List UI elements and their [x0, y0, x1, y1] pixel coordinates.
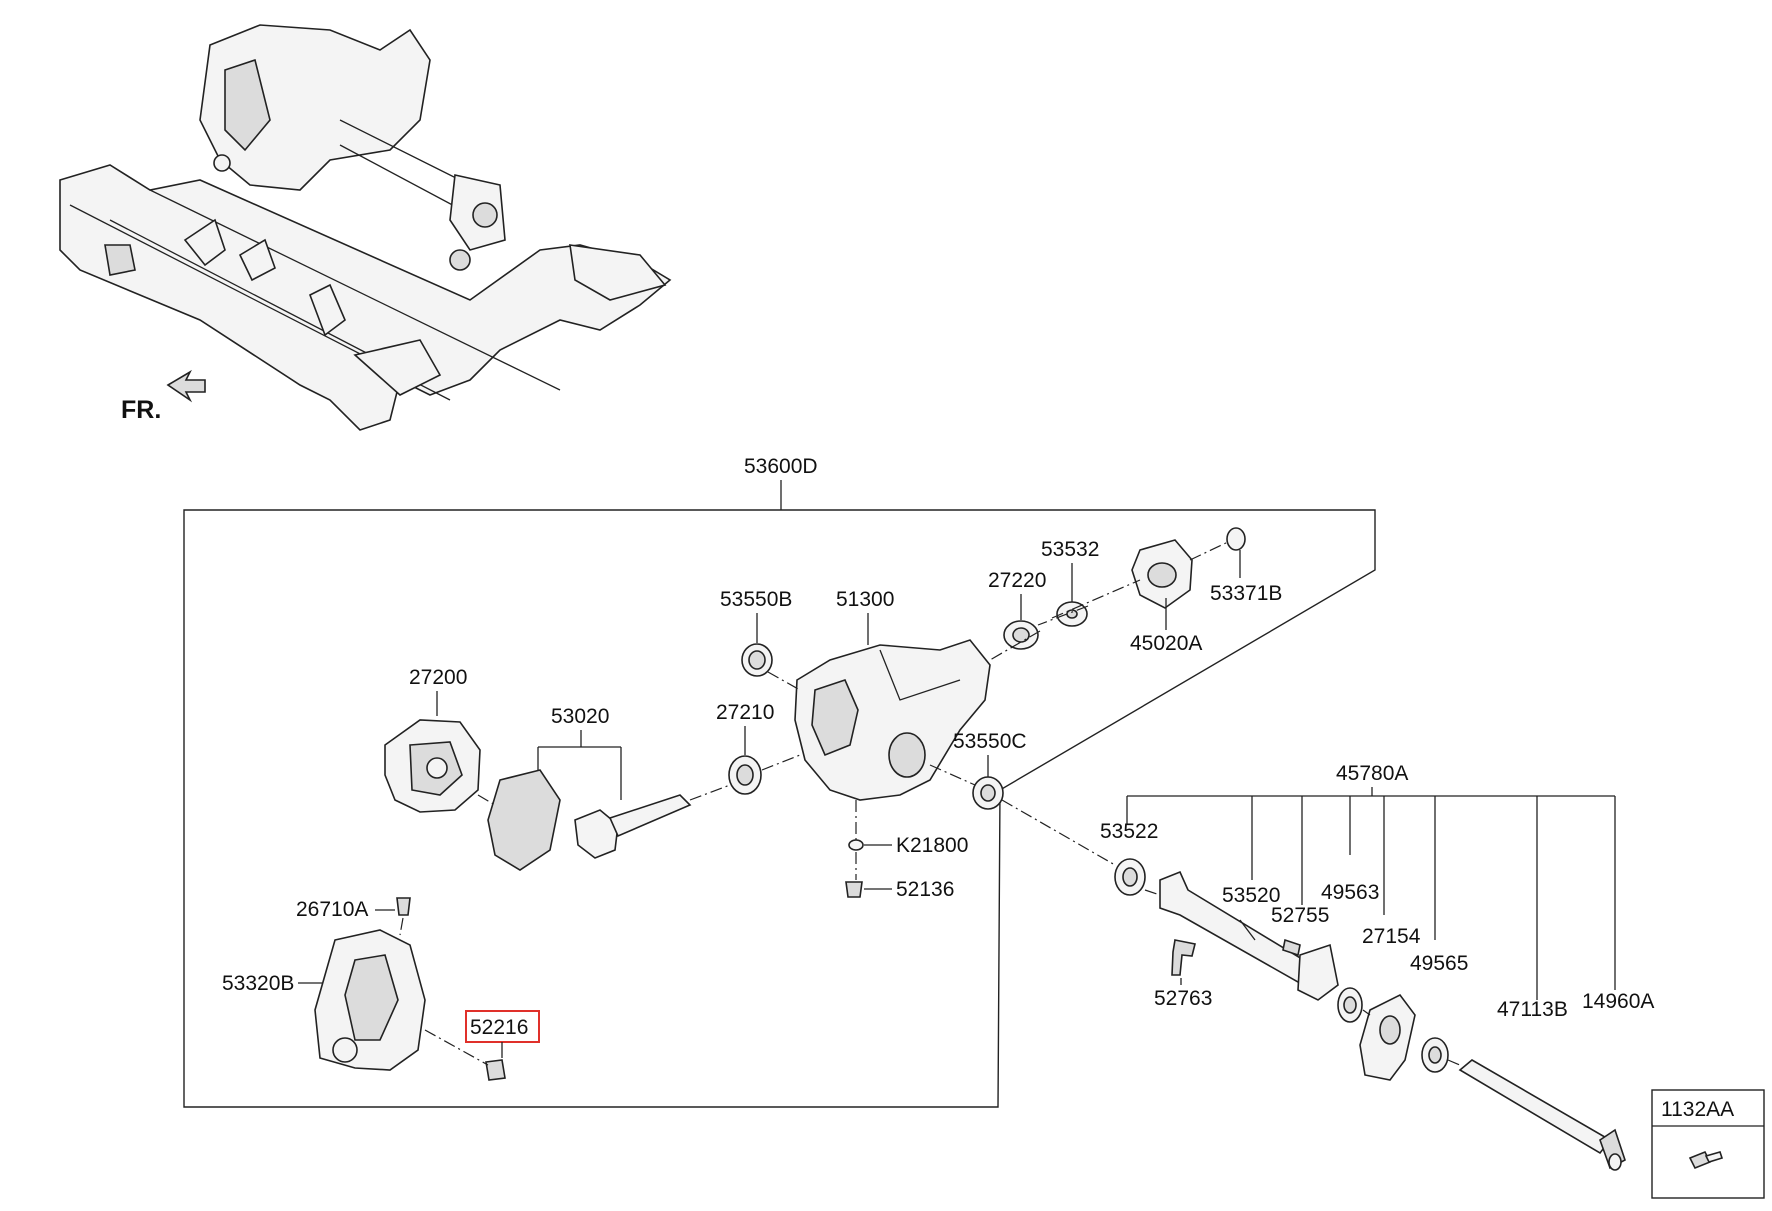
- label-53550C: 53550C: [953, 730, 1027, 753]
- part-53371B: 53371B: [1210, 527, 1282, 605]
- label-49563: 49563: [1321, 881, 1379, 904]
- label-1132AA: 1132AA: [1661, 1098, 1734, 1121]
- label-45780A: 45780A: [1336, 762, 1408, 785]
- label-53371B: 53371B: [1210, 582, 1282, 605]
- label-53532: 53532: [1041, 538, 1099, 561]
- part-52216[interactable]: 52216: [465, 1010, 540, 1081]
- part-53550B: 53550B: [720, 588, 792, 677]
- part-53522: 53522: [1100, 820, 1158, 896]
- part-49565: 49565: [1410, 952, 1468, 1073]
- label-27154: 27154: [1362, 925, 1421, 948]
- label-53020: 53020: [551, 705, 609, 728]
- part-53532: 53532: [1041, 538, 1099, 627]
- part-47113B: 47113B: [1458, 998, 1626, 1170]
- label-27200: 27200: [409, 666, 467, 689]
- part-27200: 27200: [384, 666, 481, 813]
- label-51300: 51300: [836, 588, 894, 611]
- label-53600D: 53600D: [744, 455, 818, 478]
- label-52763: 52763: [1154, 987, 1212, 1010]
- label-52136: 52136: [896, 878, 954, 901]
- part-52763: 52763: [1154, 939, 1212, 1010]
- subframe-overview-illustration: FR.: [59, 24, 672, 431]
- assembly-flow-lines: [399, 541, 1463, 1067]
- label-53522: 53522: [1100, 820, 1158, 843]
- label-53550B: 53550B: [720, 588, 792, 611]
- part-53550C: 53550C: [953, 730, 1027, 810]
- label-47113B: 47113B: [1497, 998, 1568, 1021]
- legend-1132AA: 1132AA: [1651, 1089, 1765, 1199]
- label-27220: 27220: [988, 569, 1046, 592]
- label-52216[interactable]: 52216: [470, 1016, 528, 1039]
- front-direction-label: FR.: [121, 396, 161, 424]
- part-27210: 27210: [716, 701, 774, 795]
- label-K21800: K21800: [896, 834, 968, 857]
- part-K21800: K21800: [848, 834, 968, 857]
- label-53520: 53520: [1222, 884, 1280, 907]
- part-53520: 53520: [1159, 870, 1339, 1001]
- part-52136: 52136: [845, 878, 954, 901]
- part-45020A: 45020A: [1130, 539, 1202, 655]
- part-27154: 27154: [1359, 925, 1421, 1081]
- assembly-45780A: 45780A: [1126, 762, 1616, 1000]
- label-49565: 49565: [1410, 952, 1468, 975]
- part-26710A: 26710A: [296, 897, 411, 921]
- part-53020: 53020: [487, 705, 692, 871]
- part-53320B: 53320B: [222, 929, 426, 1071]
- label-53320B: 53320B: [222, 972, 294, 995]
- label-27210: 27210: [716, 701, 774, 724]
- part-49563: 49563: [1321, 881, 1379, 1023]
- label-26710A: 26710A: [296, 898, 368, 921]
- part-14960A: 14960A: [1582, 990, 1654, 1171]
- part-27220: 27220: [988, 569, 1046, 650]
- part-51300: 51300: [794, 588, 991, 801]
- label-52755: 52755: [1271, 904, 1329, 927]
- label-45020A: 45020A: [1130, 632, 1202, 655]
- label-14960A: 14960A: [1582, 990, 1654, 1013]
- part-52755: 52755: [1271, 904, 1329, 957]
